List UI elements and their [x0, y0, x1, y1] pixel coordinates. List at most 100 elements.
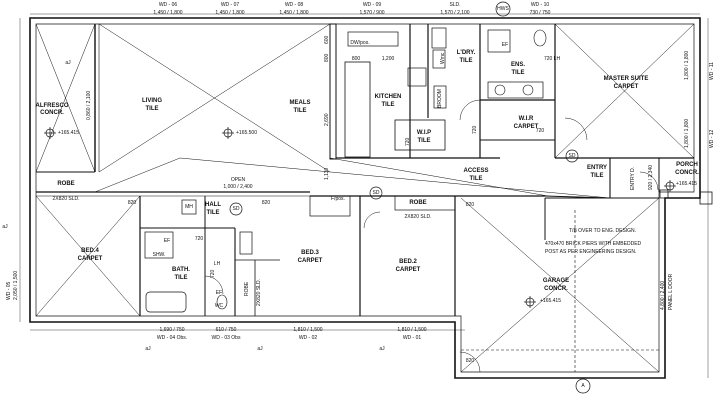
- room-name: LIVING: [141, 98, 163, 104]
- room-name: W.I.P: [416, 130, 432, 136]
- door-width: 720: [472, 125, 478, 134]
- dim-label: 600: [324, 35, 330, 44]
- room-finish: TILE: [174, 275, 188, 281]
- section-marker: aJ: [145, 346, 151, 352]
- garage-door-label: PANEL L DOOR: [668, 273, 674, 310]
- window-size: 1,570 / 2,100: [440, 10, 470, 16]
- smoke-detector: SD: [568, 153, 576, 159]
- window-size: 2,050 / 1,500: [13, 270, 19, 300]
- floor-level: +165.415: [540, 298, 561, 304]
- window-size: 1,690 / 750: [159, 327, 185, 333]
- section-marker: aJ: [257, 346, 263, 352]
- section-marker: aJ: [65, 60, 71, 66]
- manhole: MH: [185, 204, 193, 210]
- room-name: BATH.: [172, 267, 190, 273]
- robe-label: ROBE: [57, 181, 75, 187]
- shower-label: SHW.: [152, 252, 166, 258]
- smoke-detector: SD: [372, 190, 380, 196]
- room-finish: TILE: [590, 173, 604, 179]
- floor-level: +165.415: [676, 181, 697, 187]
- entry-door: ENTRY D.: [630, 166, 636, 190]
- window-code: WD - 05: [6, 281, 12, 300]
- room-name: PORCH: [676, 162, 698, 168]
- dim-label: 800: [351, 56, 361, 62]
- entry-door-size: 920 / 2,340: [648, 164, 654, 190]
- room-name: BED.2: [399, 259, 417, 265]
- garage-door-size: 4,800 / 2,400: [660, 280, 666, 310]
- window-size: 1,450 / 1,800: [279, 10, 309, 16]
- window-code: WD - 04 Obs.: [156, 335, 188, 341]
- room-finish: CARPET: [297, 258, 323, 264]
- window-size: 730 / 750: [529, 10, 551, 16]
- room-name: KITCHEN: [374, 94, 402, 100]
- window-size: 610 / 750: [215, 327, 237, 333]
- exhaust-fan: EF: [501, 42, 509, 48]
- window-size: 1,570 / 900: [359, 10, 385, 16]
- note-line: POST AS PER ENGINEERING DESIGN.: [545, 249, 637, 255]
- robe-label: ROBE: [244, 281, 250, 296]
- floor-level: +165.415: [58, 130, 79, 136]
- opening-size: 1,000 / 2,400: [223, 184, 253, 190]
- dim-label: 1,110: [324, 167, 330, 180]
- section-marker: aJ: [2, 224, 8, 230]
- window-code: WD - 03 Obs: [211, 335, 241, 341]
- room-finish: CONCR.: [40, 110, 64, 116]
- section-marker: aJ: [379, 346, 385, 352]
- room-finish: TILE: [293, 108, 307, 114]
- hws-tag: HWS: [497, 6, 509, 12]
- door-width: 820: [261, 200, 271, 206]
- robe-label: ROBE: [409, 200, 427, 206]
- door-width: 820: [465, 358, 475, 364]
- room-finish: TILE: [381, 102, 395, 108]
- robe-door-label: 2X820 SLD.: [404, 214, 432, 220]
- robe-door-label: 2X820 SLD.: [256, 279, 262, 306]
- fireplace-label: F/pos.: [331, 196, 345, 202]
- dim-label: 1,200: [381, 56, 395, 62]
- dishwasher-label: DW/pos.: [350, 40, 370, 46]
- room-name: L'DRY.: [456, 50, 476, 56]
- window-size: 1,800 / 1,800: [684, 50, 690, 80]
- door-width: 720: [405, 137, 411, 146]
- window-size: 1,810 / 1,500: [293, 327, 323, 333]
- room-name: GARAGE: [542, 278, 570, 284]
- washer-label: Wmc: [440, 52, 446, 64]
- dim-label: 800: [324, 53, 330, 62]
- smoke-detector: SD: [232, 206, 240, 212]
- window-code: WD - 10: [530, 2, 550, 8]
- room-name: BED.3: [301, 250, 319, 256]
- room-finish: CARPET: [395, 267, 421, 273]
- room-name: ACCESS: [463, 168, 489, 174]
- room-name: MASTER SUITE: [603, 76, 649, 82]
- wc-label: WC: [214, 303, 224, 309]
- outer-wall: [29, 17, 701, 379]
- room-finish: CARPET: [513, 124, 539, 130]
- door-width: 720 LH: [543, 56, 561, 62]
- room-name: MEALS: [289, 100, 311, 106]
- room-finish: CARPET: [77, 256, 103, 262]
- room-name: BED.4: [81, 248, 99, 254]
- window-code: WD - 11: [709, 62, 715, 80]
- window-code: WD - 02: [298, 335, 318, 341]
- door-width: 820: [127, 200, 137, 206]
- window-code: WD - 12: [709, 129, 715, 148]
- room-finish: TILE: [459, 58, 473, 64]
- note-line: T/B OVER TO ENG. DESIGN.: [569, 228, 637, 234]
- window-code: WD - 06: [158, 2, 178, 8]
- door-width: 720: [535, 128, 545, 134]
- room-name: ENTRY: [586, 165, 608, 171]
- floor-level: +165.500: [236, 130, 257, 136]
- exhaust-fan: EF: [215, 290, 223, 296]
- window-code: WD - 08: [284, 2, 304, 8]
- room-finish: TILE: [145, 106, 159, 112]
- door-width: 720: [210, 269, 216, 278]
- window-code: SLD.: [449, 2, 461, 8]
- room-finish: TILE: [417, 138, 431, 144]
- window-code: WD - 09: [362, 2, 382, 8]
- door-width: 720: [194, 236, 204, 242]
- window-code: WD - 01: [402, 335, 422, 341]
- window-size: 1,450 / 1,800: [215, 10, 245, 16]
- room-finish: CONCR.: [675, 170, 699, 176]
- window-code: WD - 07: [220, 2, 240, 8]
- room-finish: CONCR.: [544, 286, 568, 292]
